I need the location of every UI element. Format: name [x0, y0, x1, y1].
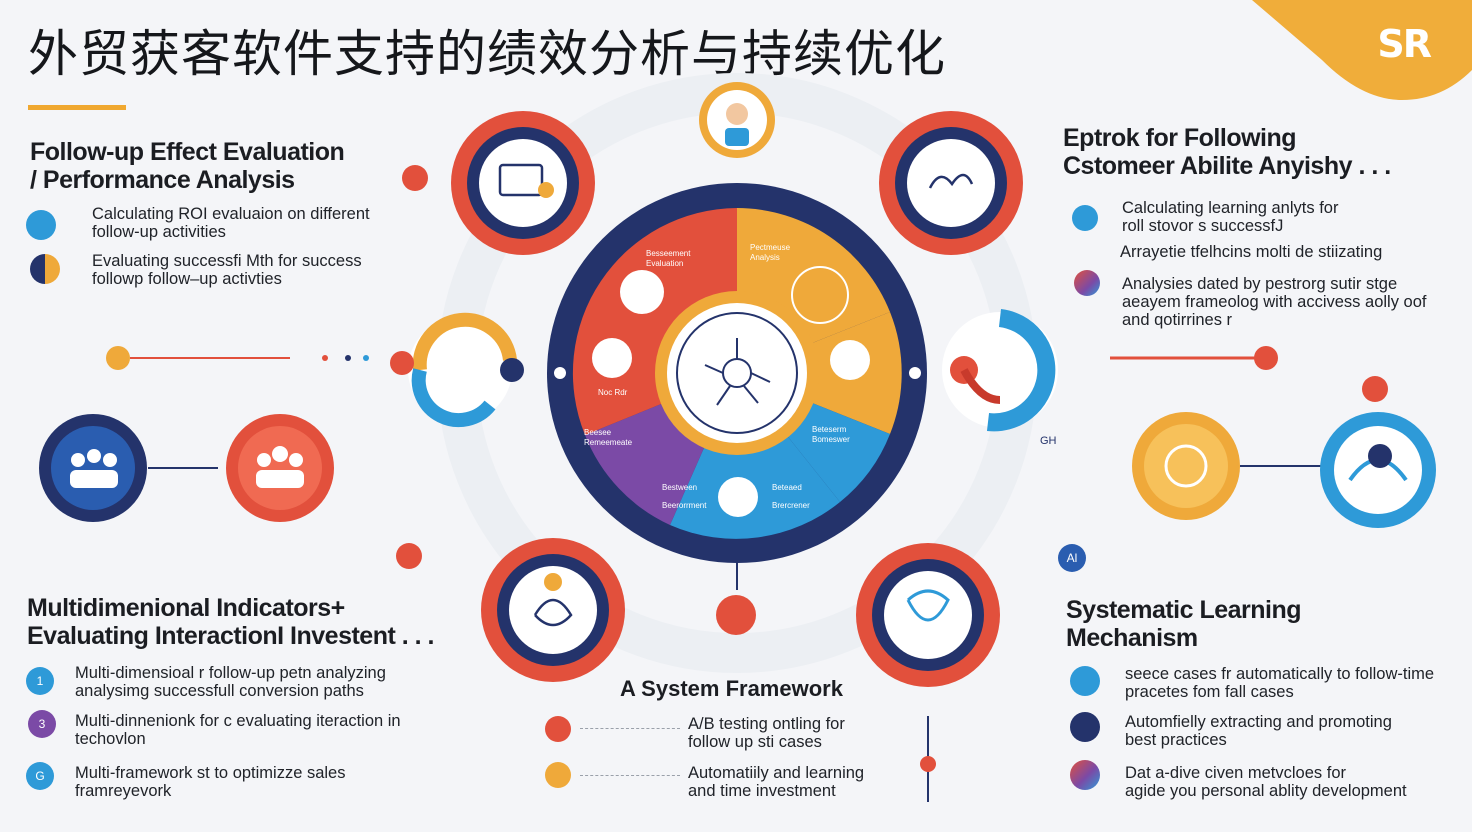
right-bottom-heading-line1: Systematic Learning [1066, 596, 1302, 624]
satellite-top-left [451, 111, 595, 255]
title-underline [28, 105, 126, 110]
satellite-top [699, 82, 775, 158]
right-top-bullet-3 [1074, 270, 1100, 296]
segment-label-6b: Beerorrment [662, 501, 707, 510]
left-top-heading-line1: Follow-up Effect Evaluation [30, 138, 345, 166]
satellite-bottom-right [856, 543, 1000, 687]
right-top-heading: Eptrok for Following Cstomeer Abilite An… [1063, 124, 1391, 180]
center-bottom-marker [920, 716, 936, 802]
left-top-bullet-1 [26, 210, 56, 240]
right-icons [1132, 412, 1436, 528]
right-bottom-bullet-2 [1070, 712, 1100, 742]
left-bottom-badge-3: G [26, 762, 54, 790]
left-bottom-badge-2: 3 [28, 710, 56, 738]
right-bottom-heading: Systematic Learning Mechanism [1066, 596, 1302, 652]
left-bottom-badge-1: 1 [26, 667, 54, 695]
marker-red-3 [1362, 376, 1388, 402]
marker-red-2 [396, 543, 422, 569]
right-bottom-badge-top: Al [1058, 544, 1086, 572]
corner-decoration [1252, 0, 1472, 100]
segment-label-7a: Beteaed [772, 483, 802, 492]
right-arc [942, 309, 1058, 432]
right-connector [1110, 346, 1278, 370]
center-bottom-heading: A System Framework [620, 676, 843, 701]
segment-label-5a: Beteserm [812, 425, 847, 434]
center-bottom-bullet-2 [545, 762, 571, 788]
left-connector [106, 346, 369, 370]
satellite-top-right [879, 111, 1023, 255]
satellite-bottom-left [481, 538, 625, 682]
left-bottom-item-1: Multi-dimensioal r follow-up petn analyz… [75, 664, 386, 700]
segment-label-2a: Pectmeuse [750, 243, 791, 252]
right-top-heading-line1: Eptrok for Following [1063, 124, 1297, 152]
page-title: 外贸获客软件支持的绩效分析与持续优化 [28, 25, 946, 83]
left-bottom-heading: Multidimenional Indicators+ Evaluating I… [27, 594, 434, 650]
segment-label-7b: Brercrener [772, 501, 810, 510]
brand-logo: SR [1377, 22, 1432, 66]
segment-label-3a: Noc Rdr [598, 388, 628, 397]
left-people-icons [39, 414, 334, 522]
left-bottom-heading-line1: Multidimenional Indicators+ [27, 594, 345, 622]
segment-label-1a: Besseement [646, 249, 691, 258]
center-dash-1 [580, 728, 680, 729]
segment-label-5b: Bomeswer [812, 435, 850, 444]
segment-label-4b: Remeemeate [584, 438, 633, 447]
left-bottom-item-2: Multi-dinnenionk for c evaluating iterac… [75, 712, 401, 748]
right-bottom-bullet-3 [1070, 760, 1100, 790]
segment-label-4a: Beesee [584, 428, 612, 437]
center-network-icon [704, 338, 771, 406]
left-arc [408, 312, 524, 428]
right-bottom-heading-line2: Mechanism [1066, 624, 1198, 652]
marker-red-1 [402, 165, 428, 191]
right-bottom-item-1: seece cases fr automatically to follow-t… [1125, 665, 1435, 701]
center-dash-2 [580, 775, 680, 776]
left-top-heading-line2: / Performance Analysis [30, 166, 295, 194]
left-bottom-heading-line2: Evaluating InteractionI Investent . . . [27, 622, 434, 650]
center-bottom-bullet-1 [545, 716, 571, 742]
right-top-heading-line2: Cstomeer Abilite Anyishy . . . [1063, 152, 1391, 180]
left-top-bullet-2 [30, 254, 60, 284]
left-top-heading: Follow-up Effect Evaluation / Performanc… [30, 138, 345, 194]
right-bottom-bullet-1 [1070, 666, 1100, 696]
segment-label-1b: Evaluation [646, 259, 683, 268]
right-top-bullet-1 [1072, 205, 1098, 231]
central-diagram: Besseement Evaluation Pectmeuse Analysis… [390, 73, 1058, 687]
side-small-label: GH [1040, 435, 1057, 447]
segment-label-2b: Analysis [750, 253, 780, 262]
segment-label-6a: Bestween [662, 483, 697, 492]
right-top-item-2: Arrayetie tfelhcins molti de stiizating [1120, 243, 1383, 261]
